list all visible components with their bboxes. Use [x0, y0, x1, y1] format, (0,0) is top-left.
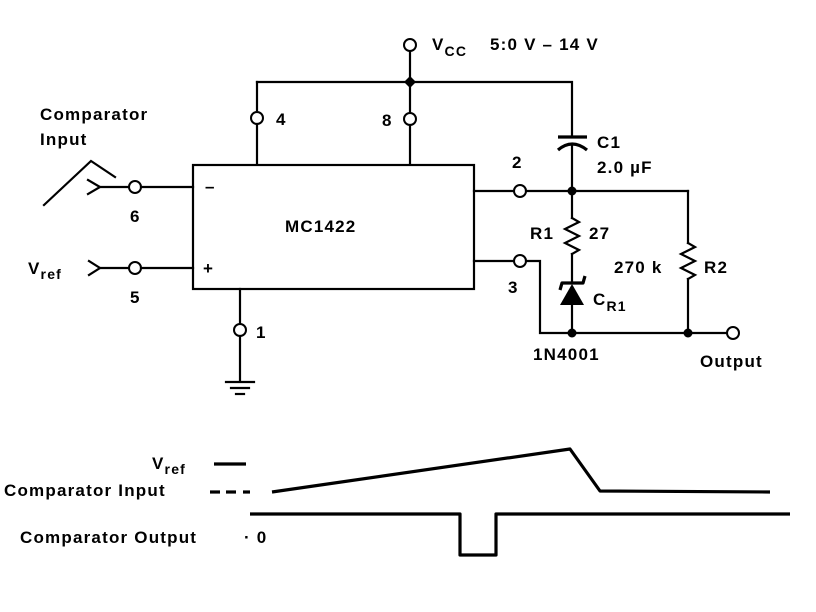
- ic-part-label: MC1422: [285, 217, 356, 236]
- r2-value: 270 k: [614, 258, 663, 277]
- r1-name: R1: [530, 224, 554, 243]
- node-junction-r2: [683, 328, 693, 338]
- resistor-r2-icon: [678, 241, 698, 281]
- output-label: Output: [700, 352, 763, 371]
- comparator-input-trace: [271, 447, 771, 494]
- c1-value: 2.0 µF: [597, 158, 653, 177]
- node-junction-diode: [567, 328, 577, 338]
- pin-8-terminal: [403, 112, 417, 126]
- output-wire: [524, 259, 728, 335]
- comparator-input-label-line1: Comparator: [40, 105, 148, 124]
- vref-arrow-icon: [87, 259, 103, 277]
- pin-5-terminal: [128, 261, 142, 275]
- waveform-comparator-output-label: Comparator Output: [20, 528, 197, 547]
- pin-8-label: 8: [382, 111, 393, 130]
- comparator-input-label-line2: Input: [40, 130, 88, 149]
- pin-4-terminal: [250, 111, 264, 125]
- r2-name: R2: [704, 258, 728, 277]
- pin-6-label: 6: [130, 207, 141, 226]
- comparator-output-trace: [250, 512, 790, 557]
- resistor-r1-icon: [562, 216, 582, 256]
- vcc-terminal: [403, 38, 417, 52]
- vref-input-label: Vref: [28, 259, 62, 282]
- waveform-zero-label: · 0: [244, 528, 267, 547]
- pin-2-label: 2: [512, 153, 523, 172]
- c1-name: C1: [597, 133, 621, 152]
- output-terminal: [726, 326, 740, 340]
- pin-1-label: 1: [256, 323, 267, 342]
- pin-4-label: 4: [276, 110, 287, 129]
- pin-1-terminal: [233, 323, 247, 337]
- ic-minus-sign: –: [205, 177, 216, 196]
- pin-3-label: 3: [508, 278, 519, 297]
- diode-cr1-icon: [558, 275, 587, 335]
- waveform-vref-label: Vref: [152, 454, 186, 477]
- input-arrow-icon: [86, 178, 103, 196]
- cr1-label: CR1: [593, 290, 627, 314]
- vcc-label: VCC: [432, 35, 467, 59]
- ramp-input-icon: [42, 159, 117, 207]
- ic-plus-sign: +: [203, 259, 214, 278]
- ground-icon: [224, 380, 256, 396]
- ic-box: [191, 163, 476, 291]
- top-rail: [255, 80, 574, 139]
- vcc-range: 5:0 V – 14 V: [490, 35, 599, 54]
- r1-value: 27: [589, 224, 610, 243]
- pin-5-label: 5: [130, 288, 141, 307]
- vcc-supply: VCC 5:0 V – 14 V: [403, 35, 599, 84]
- capacitor-c1-icon: [556, 135, 588, 193]
- pin-2-terminal: [513, 184, 527, 198]
- diode-part-label: 1N4001: [533, 345, 600, 364]
- pin-6-terminal: [128, 180, 142, 194]
- waveform-comparator-input-label: Comparator Input: [4, 481, 166, 500]
- timing-waveform: Vref Comparator Input Comparator Output …: [4, 447, 790, 557]
- pin-3-terminal: [513, 254, 527, 268]
